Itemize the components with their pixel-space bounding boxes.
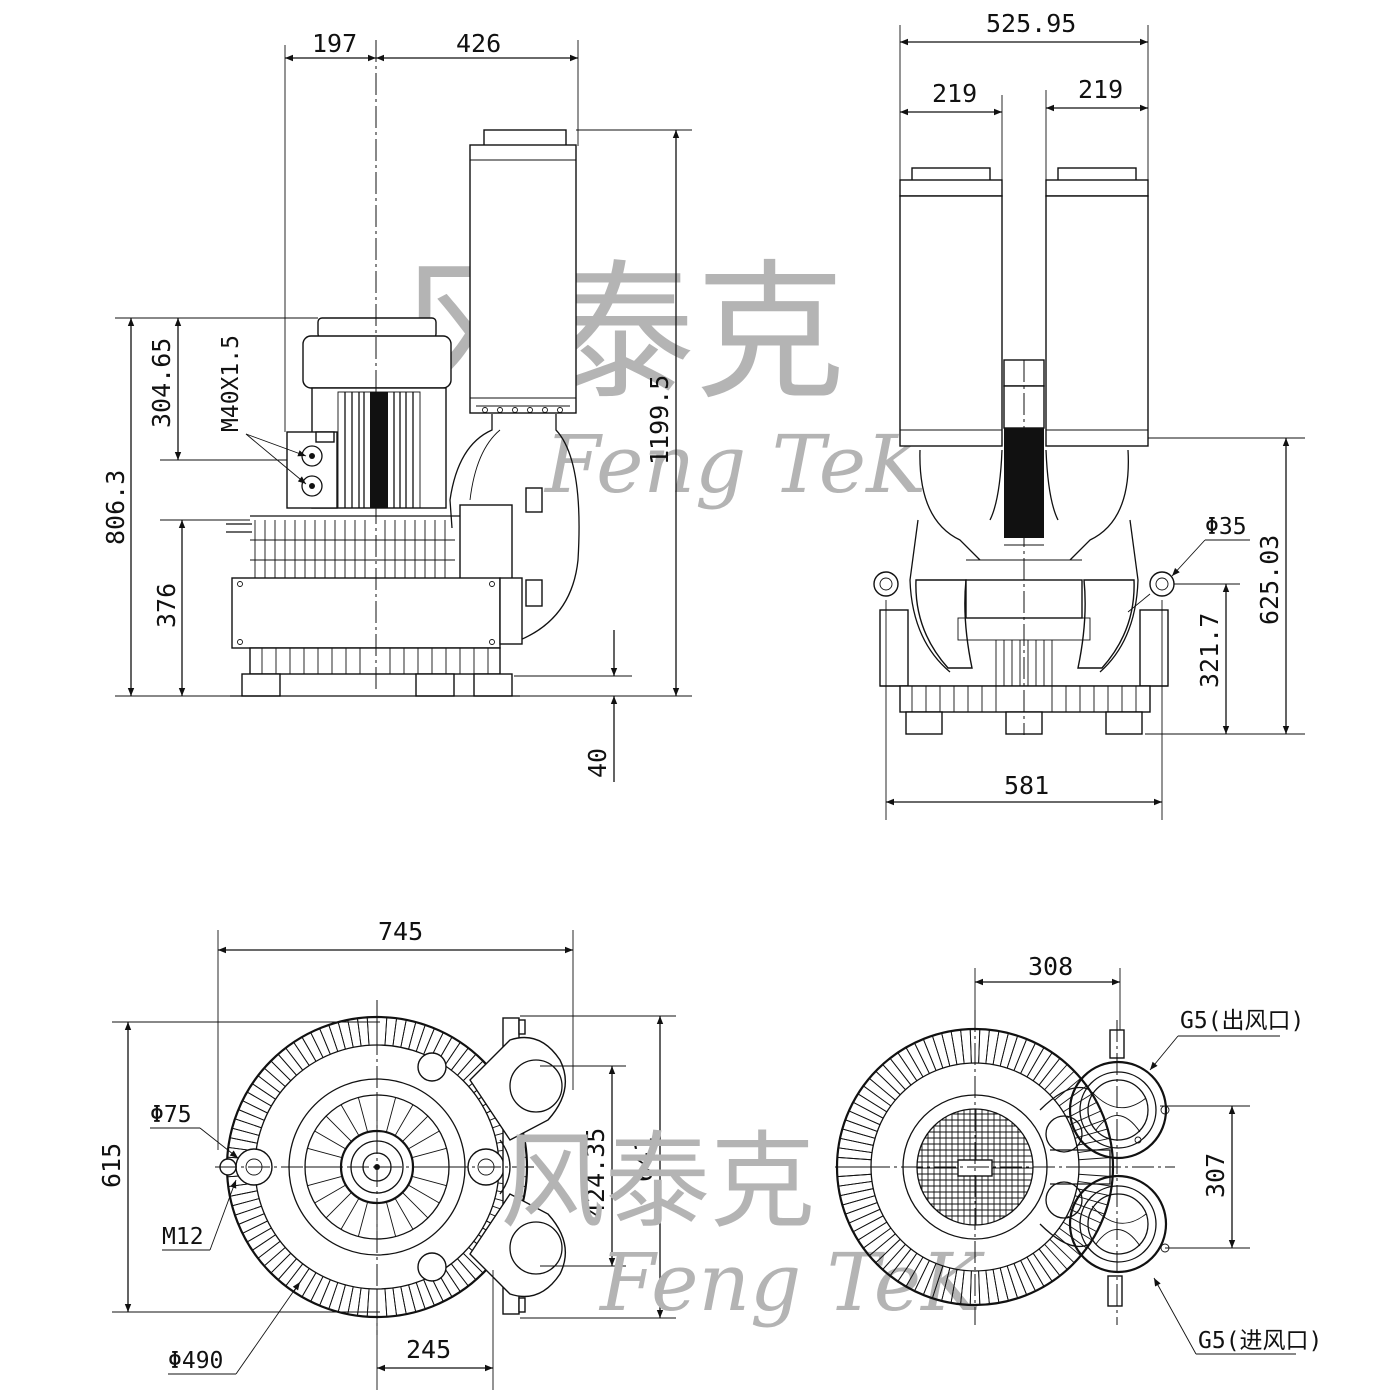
top-dim-245: 245: [406, 1335, 451, 1364]
bottom-view: 308 307 G5(出风口) G5(进风口): [835, 952, 1322, 1355]
side-foot-left: [241, 673, 281, 697]
front-blower-fins: [899, 640, 1151, 713]
side-filter-bolts: [482, 407, 563, 413]
bottom-outlet-port: [1068, 1060, 1168, 1160]
side-dim-197: 197: [312, 29, 357, 58]
side-dim-1199: 1199.5: [645, 375, 674, 465]
top-dim-641: 641: [629, 1137, 658, 1182]
side-dim-806: 806.3: [101, 470, 130, 545]
side-dim-376: 376: [152, 583, 181, 628]
front-hole-label: Φ35: [1205, 514, 1247, 540]
watermark-brand-en: Feng TeK: [543, 418, 930, 511]
side-thread-label: M40X1.5: [218, 335, 244, 432]
top-dim-745: 745: [378, 917, 423, 946]
front-filter-left: [899, 195, 1003, 447]
bottom-dim-308: 308: [1028, 952, 1073, 981]
top-dim-615: 615: [97, 1143, 126, 1188]
front-view: 525.95 219 219 581 625.03 321.7 Φ35: [873, 9, 1305, 820]
bottom-inlet-label: G5(进风口): [1198, 1328, 1322, 1354]
bottom-inlet-port: [1068, 1174, 1168, 1274]
front-filter-right: [1045, 195, 1149, 447]
top-dim-424: 424.35: [581, 1128, 610, 1218]
bottom-dim-307: 307: [1201, 1153, 1230, 1198]
front-dim-625: 625.03: [1255, 535, 1284, 625]
side-motor-fins: [337, 391, 421, 509]
front-dim-581: 581: [1004, 771, 1049, 800]
side-view: 197 426 806.3 304.65 376 1199.5 40 M40X1…: [101, 29, 692, 782]
side-blower-fins-top: [250, 520, 455, 578]
side-dim-40: 40: [583, 748, 612, 778]
top-view: 745 615 641 424.35 245 Φ75 M12 Φ490: [97, 917, 676, 1390]
side-dim-426: 426: [456, 29, 501, 58]
front-dim-321: 321.7: [1195, 613, 1224, 688]
watermark-lower: 风泰克 Feng TeK: [500, 1121, 985, 1329]
front-dim-525: 525.95: [986, 9, 1076, 38]
top-bolt-label: M12: [162, 1224, 204, 1250]
top-diameter-label: Φ490: [168, 1348, 223, 1374]
top-inner-spokes: [305, 1095, 449, 1239]
side-filter-body: [469, 144, 577, 414]
front-dim-219-left: 219: [932, 79, 977, 108]
front-dim-219-right: 219: [1078, 75, 1123, 104]
watermark-brand-cn: 风泰克: [395, 247, 845, 421]
watermark-lower-brand-cn: 风泰克: [500, 1121, 815, 1243]
side-motor-cap: [302, 335, 452, 389]
side-blower-fins-bottom: [249, 647, 501, 675]
watermark-lower-brand-en: Feng TeK: [598, 1236, 985, 1329]
side-blower-body: [231, 577, 501, 649]
bottom-outlet-label: G5(出风口): [1180, 1008, 1304, 1034]
side-junction-box: [286, 431, 338, 509]
top-hole-label: Φ75: [150, 1102, 192, 1128]
side-dim-304: 304.65: [147, 338, 176, 428]
